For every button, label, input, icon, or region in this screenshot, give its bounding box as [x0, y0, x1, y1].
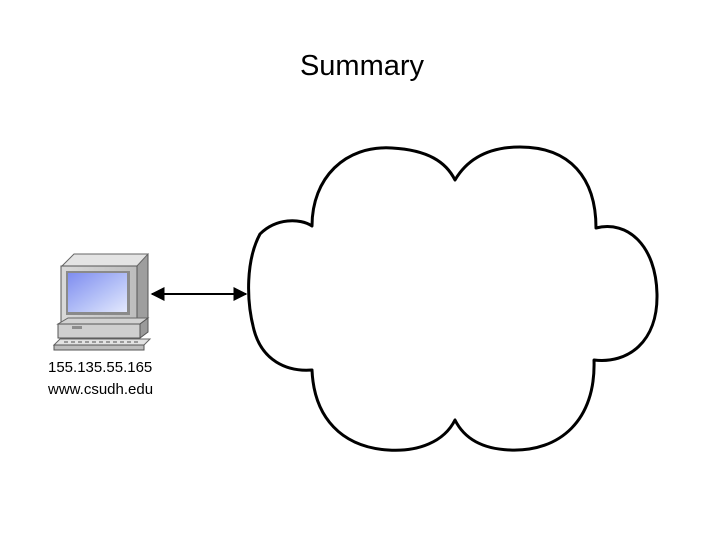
host-hostname: www.csudh.edu	[48, 381, 154, 398]
slide-title: Summary	[299, 50, 425, 82]
host-ip-address: 155.135.55.165	[48, 359, 153, 376]
desktop-computer-icon	[52, 253, 152, 351]
cloud-icon	[247, 145, 659, 452]
